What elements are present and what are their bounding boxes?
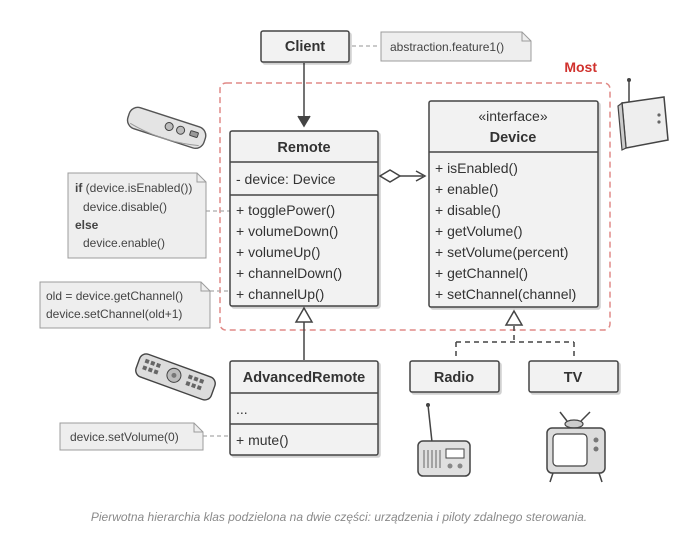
tv-icon [546,411,606,483]
remote-methods: + togglePower() + volumeDown() + volumeU… [236,202,342,302]
note-condition: (device.isEnabled()) [82,181,192,195]
device-methods: + isEnabled() + enable() + disable() + g… [435,160,576,302]
inheritance-triangle-remote [294,306,314,323]
device-stereotype: «interface» [478,108,547,124]
aggregation-diamond [378,169,402,183]
mute-note: device.setVolume(0) [59,422,204,451]
note-connectors [203,45,378,437]
device-method: + enable() [435,181,498,197]
advanced-remote-class[interactable] [229,360,379,456]
note-set-channel: device.setChannel(old+1) [46,307,182,321]
device-method: + isEnabled() [435,160,518,176]
note-get-channel: old = device.getChannel() [46,289,183,303]
note-keyword-if: if [75,181,83,195]
aggregation-arrowhead [415,170,427,182]
remote-method: + channelUp() [236,286,324,302]
toggle-power-note: if (device.isEnabled()) device.disable()… [67,172,207,259]
device-method: + getVolume() [435,223,523,239]
tv-title: TV [564,370,583,386]
remote-method: + togglePower() [236,202,335,218]
device-method: + getChannel() [435,265,528,281]
bridge-group-label: Most [564,59,597,75]
radio-class[interactable] [409,360,500,393]
device-title: Device [490,130,537,146]
note-disable: device.disable() [83,200,167,214]
remote-method: + volumeDown() [236,223,338,239]
svg-text:if (device.isEnabled()): if (device.isEnabled()) [75,181,192,195]
advanced-remote-field: ... [236,401,248,417]
remote-method: + channelDown() [236,265,342,281]
device-interface[interactable] [428,100,599,308]
remote-control-icon [126,106,207,150]
remote-class[interactable] [229,130,379,307]
device-method: + setVolume(percent) [435,244,568,260]
bridge-group-border [219,82,611,331]
remote-field: - device: Device [236,171,336,187]
figure-caption: Pierwotna hierarchia klas podzielona na … [90,510,588,524]
client-remote-arrowhead [297,115,311,128]
note-enable: device.enable() [83,236,165,250]
client-note: abstraction.feature1() [380,31,532,62]
radio-icon [417,403,471,477]
advanced-remote-icon [135,353,216,401]
channel-up-note: old = device.getChannel() device.setChan… [39,281,211,329]
note-keyword-else: else [75,218,99,232]
inheritance-triangle-device [504,309,524,326]
device-method: + setChannel(channel) [435,286,576,302]
router-device-icon [617,78,669,151]
advanced-remote-title: AdvancedRemote [243,370,365,386]
remote-title: Remote [277,140,330,156]
client-title: Client [285,39,325,55]
remote-method: + volumeUp() [236,244,320,260]
client-note-text: abstraction.feature1() [390,40,504,54]
client-class[interactable]: Client [260,30,350,63]
radio-title: Radio [434,370,474,386]
connectors [294,63,575,360]
device-method: + disable() [435,202,501,218]
tv-class[interactable] [528,360,619,393]
note-set-volume: device.setVolume(0) [70,430,179,444]
advanced-remote-method: + mute() [236,432,289,448]
